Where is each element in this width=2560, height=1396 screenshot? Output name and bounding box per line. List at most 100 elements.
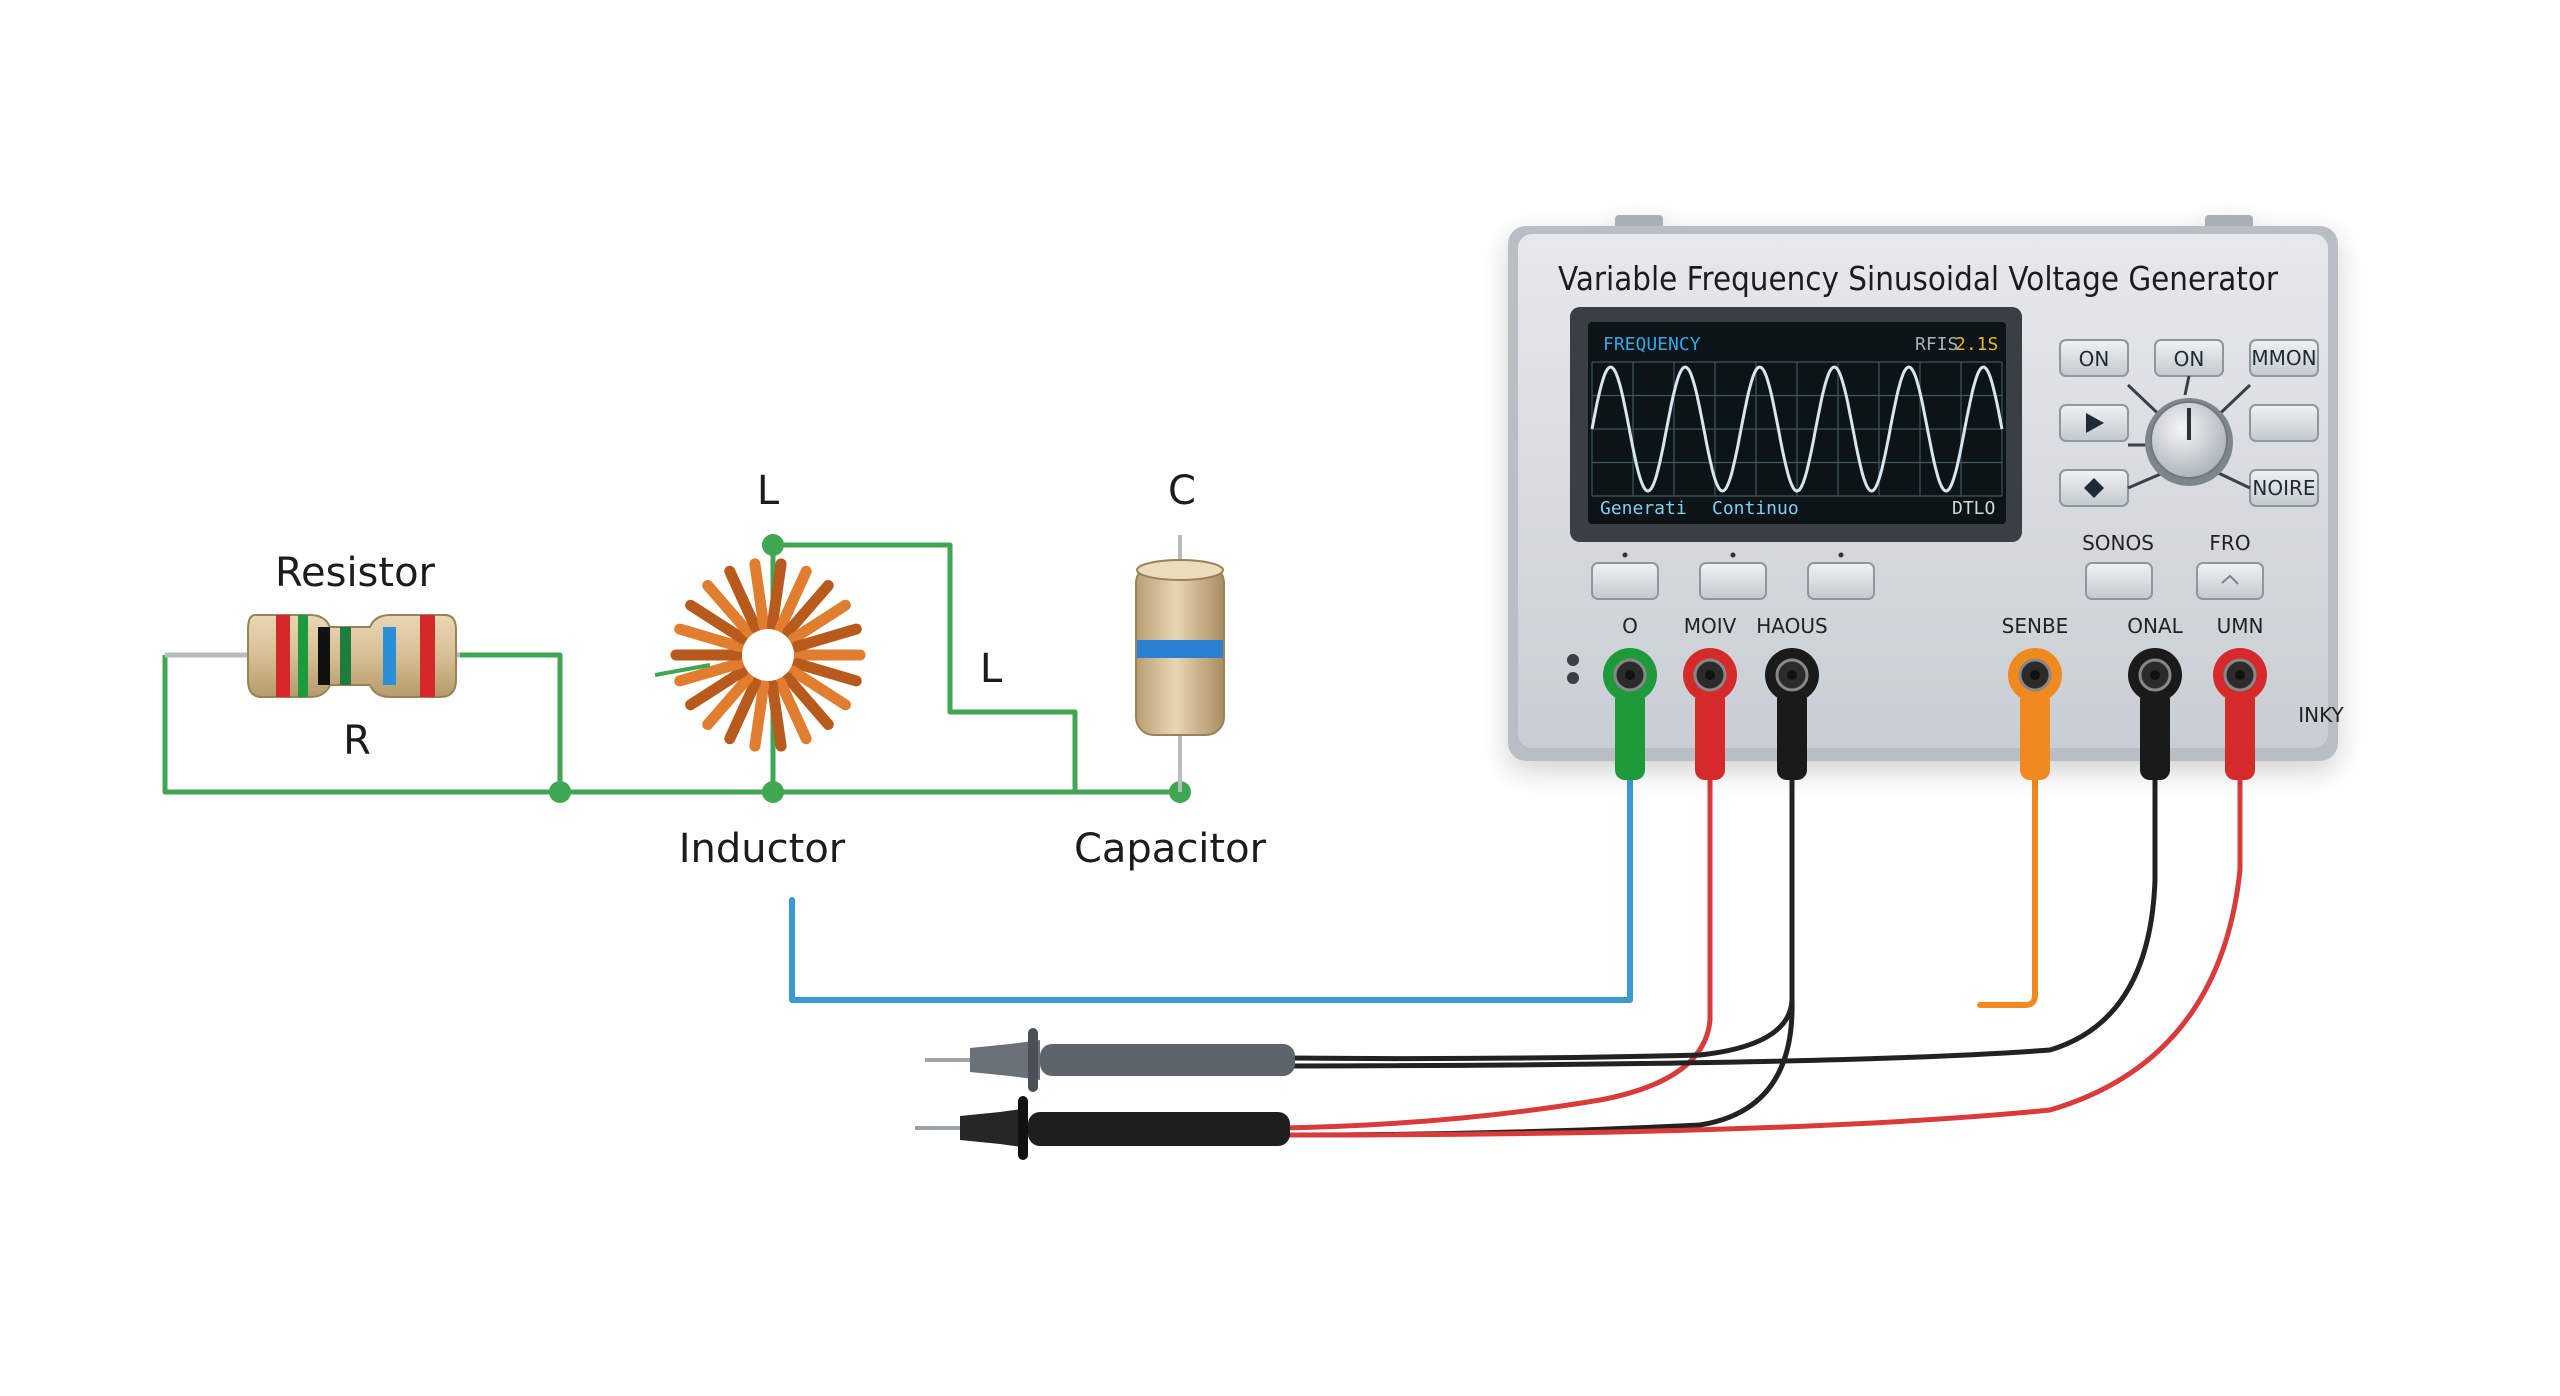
jack-plug: [1615, 690, 1645, 780]
inductor-label: Inductor: [679, 826, 846, 872]
jack-plug: [1695, 690, 1725, 780]
jack-label: O: [1622, 614, 1638, 638]
inductor-symbol-mid: L: [980, 646, 1003, 692]
screen-rfis: RFIS: [1915, 334, 1958, 355]
jack-plug: [2225, 690, 2255, 780]
bottom-rail-wire: [162, 655, 1180, 795]
coil-turn: [749, 558, 770, 631]
junction-dot: [762, 781, 784, 803]
mmon-button[interactable]: MMON: [2249, 339, 2319, 377]
oscilloscope-screen: [1570, 307, 2022, 542]
on-button-1-label: ON: [2079, 347, 2110, 371]
test-leads: [789, 727, 2243, 1138]
probe-grey: [925, 1028, 1295, 1092]
coil-turn: [724, 676, 762, 745]
coil-turn: [685, 599, 749, 645]
coil-turn: [791, 657, 862, 687]
jack-label: UMN: [2217, 614, 2264, 638]
jack-plug: [1777, 690, 1807, 780]
coil-turn: [702, 579, 754, 638]
black-lead: [1287, 767, 1795, 1062]
probe-black: [915, 1096, 1290, 1160]
coil-turn: [791, 623, 862, 653]
resistor-right-wire: [460, 652, 563, 792]
screen-dtlo: DTLO: [1952, 498, 1995, 519]
sine-wave: [1590, 365, 2004, 493]
output-jack[interactable]: HAOUS: [1756, 614, 1828, 780]
jack-pin: [1787, 670, 1797, 680]
on-button-2-label: ON: [2174, 347, 2205, 371]
fro-button[interactable]: [2196, 562, 2264, 600]
corner-text: INKY: [2298, 703, 2344, 727]
coil-turn: [685, 665, 749, 711]
coil-turn: [774, 676, 812, 745]
diamond-button[interactable]: [2059, 469, 2129, 507]
junction-dot: [762, 534, 784, 556]
jack-plug: [2020, 690, 2050, 780]
coil-turn: [787, 665, 851, 711]
resistor-symbol: R: [343, 718, 371, 764]
on-button-1[interactable]: ON: [2059, 339, 2129, 377]
lower-button-3[interactable]: [1807, 552, 1875, 600]
capacitor-label: Capacitor: [1074, 826, 1267, 872]
inductor-lead: [654, 663, 711, 677]
play-button[interactable]: [2059, 404, 2129, 442]
screen-time-value: 2.1S: [1955, 334, 1998, 355]
diamond-icon: [2084, 478, 2104, 498]
red-lead: [1277, 767, 1713, 1131]
frequency-knob[interactable]: [2126, 375, 2252, 490]
play-icon: [2086, 413, 2104, 433]
output-jack[interactable]: O: [1603, 614, 1657, 780]
jack-pin: [2150, 670, 2160, 680]
jack-label: ONAL: [2127, 614, 2183, 638]
output-jack[interactable]: SENBE: [2002, 614, 2069, 780]
coil-turn: [749, 679, 770, 752]
coil-turn: [766, 558, 787, 631]
inductor-toroid: [670, 558, 866, 752]
jack-plug: [2140, 690, 2170, 780]
lower-button-1[interactable]: [1591, 552, 1659, 600]
orange-lead: [1977, 727, 2038, 1008]
coil-turn: [702, 672, 754, 731]
jack-label: SENBE: [2002, 614, 2069, 638]
coil-turn: [782, 579, 834, 638]
coil-turn: [674, 623, 745, 653]
lower-button-2[interactable]: [1699, 552, 1767, 600]
junction-dots: [549, 534, 1191, 803]
black-lead-3: [1287, 727, 2158, 1069]
coil-turn: [724, 565, 762, 634]
coil-turn: [674, 657, 745, 687]
generator-title: Variable Frequency Sinusoidal Voltage Ge…: [1558, 259, 2278, 298]
inductor-branch-wire: [773, 542, 1078, 792]
sonos-button[interactable]: [2085, 562, 2153, 600]
output-jack[interactable]: MOIV: [1683, 614, 1737, 780]
resistor-label: Resistor: [275, 550, 436, 596]
output-jack[interactable]: ONAL: [2127, 614, 2184, 780]
blank-button-right[interactable]: [2249, 404, 2319, 442]
capacitor: [1135, 535, 1225, 792]
sonos-label: SONOS: [2082, 531, 2154, 555]
indicator-dots: [1567, 654, 1579, 684]
jack-label: HAOUS: [1756, 614, 1827, 638]
screen-mode-continuo: Continuo: [1712, 498, 1799, 519]
jack-pin: [1705, 670, 1715, 680]
coil-turn: [787, 599, 851, 645]
inductor-symbol-top: L: [757, 468, 780, 514]
jack-pin: [2030, 670, 2040, 680]
jack-pin: [1625, 670, 1635, 680]
fro-label: FRO: [2209, 531, 2250, 555]
mmon-button-label: MMON: [2251, 346, 2316, 370]
more-button[interactable]: NOIRE: [2249, 469, 2319, 507]
jack-label: MOIV: [1684, 614, 1737, 638]
more-button-label: NOIRE: [2252, 476, 2315, 500]
fro-glyph-icon: [2221, 574, 2239, 585]
junction-dot: [549, 781, 571, 803]
coil-turn: [774, 565, 812, 634]
blue-lead: [789, 767, 1633, 1003]
on-button-2[interactable]: ON: [2154, 339, 2224, 377]
jack-pin: [2235, 670, 2245, 680]
resistor: [165, 614, 460, 698]
toroid-core-hole: [742, 629, 794, 681]
output-jack[interactable]: UMN: [2213, 614, 2267, 780]
